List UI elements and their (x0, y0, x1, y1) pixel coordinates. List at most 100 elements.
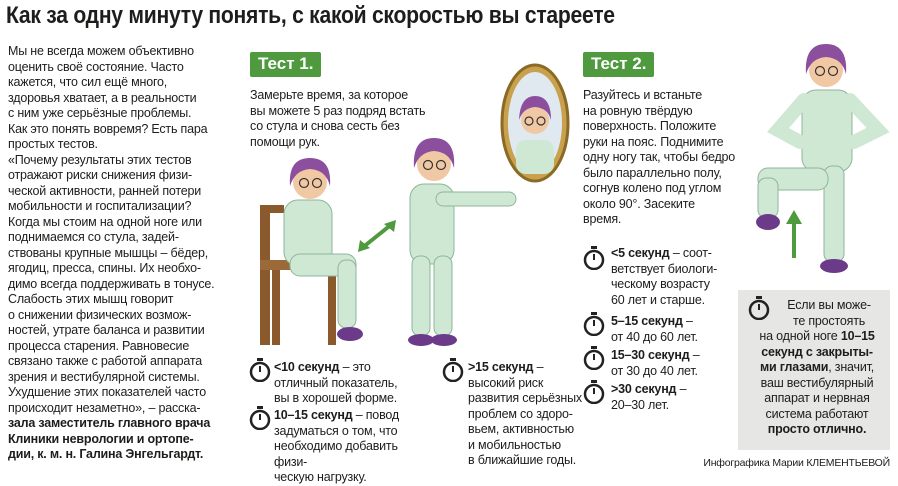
result-line: развития серьёзных (468, 391, 582, 405)
result-line: отличный показатель, (274, 375, 398, 390)
box-bold: секунд с закрыты- (761, 344, 873, 359)
intro-line: связано также с работой аппарата (8, 354, 202, 368)
result-line: ческому возрасту (611, 277, 710, 291)
result-line: задуматься о том, что (274, 423, 398, 438)
intro-bold-line: дии, к. м. н. Галина Энгельгардт. (8, 447, 204, 461)
stopwatch-icon (442, 358, 464, 382)
result-line: в ближайшие годы. (468, 453, 577, 467)
box-line: , значит, (828, 360, 875, 374)
mirror-illustration (500, 63, 570, 183)
result-line: – (679, 382, 687, 396)
result-line: – это (342, 360, 371, 374)
test2-result-3: 15–30 секунд – от 30 до 40 лет. (611, 348, 741, 379)
intro-line: простых тестов. (8, 137, 98, 151)
test2-desc-line: время. (583, 212, 622, 226)
intro-bold-line: зала заместитель главного врача (8, 416, 211, 430)
box-line: те простоять (792, 313, 866, 328)
test2-tag: Тест 2. (583, 52, 655, 77)
test2-desc-line: одну ногу так, чтобы бедро (583, 150, 736, 164)
result-time: >15 секунд (468, 360, 534, 374)
stopwatch-icon (583, 246, 605, 270)
intro-line: здоровья хватает, а в реальности (8, 90, 197, 105)
intro-line: с ним уже серьёзные проблемы. (8, 106, 192, 120)
box-line: система работают (765, 406, 869, 421)
credit-text: Инфографика Марии КЛЕМЕНТЬЕВОЙ (703, 457, 890, 469)
intro-line: поднимаемся со стула, задей- (8, 230, 179, 244)
stopwatch-icon (583, 312, 605, 336)
intro-line: отражают риски снижения физи- (8, 168, 192, 182)
intro-line: происходит незаметно», – расска- (8, 400, 201, 415)
test2-result-4: >30 секунд – 20–30 лет. (611, 382, 741, 413)
result-line: от 40 до 60 лет. (611, 329, 698, 344)
result-time: 15–30 секунд (611, 348, 690, 362)
test2-desc-line: было параллельно полу, (583, 165, 722, 180)
page-title: Как за одну минуту понять, с какой скоро… (6, 2, 615, 29)
test2-desc-line: около 90°. Засеките (583, 196, 695, 211)
intro-line: Ухудшение этих показателей часто (8, 385, 206, 399)
intro-line: оценить своё состояние. Часто (8, 59, 184, 74)
intro-bold-line: Клиники неврологии и ортопе- (8, 431, 194, 446)
stopwatch-icon (249, 358, 271, 382)
result-time: >30 секунд (611, 382, 677, 396)
intro-line: Как это понять вовремя? Есть пара (8, 121, 208, 136)
double-arrow-icon (358, 220, 396, 252)
result-line: вьем, активностью (468, 422, 574, 436)
test2-description: Разуйтесь и встаньте на ровную твёрдую п… (583, 88, 753, 228)
result-line: – соот- (672, 246, 712, 260)
intro-line: Мы не всегда можем объективно (8, 44, 194, 58)
intro-line: ствованы крупные мышцы – бёдер, (8, 245, 209, 260)
result-line: 60 лет и старше. (611, 292, 705, 307)
test2-desc-line: на ровную твёрдую (583, 103, 693, 118)
test1-result-2: 10–15 секунд – повод задуматься о том, ч… (274, 408, 434, 486)
test1-tag: Тест 1. (250, 52, 322, 77)
result-time: <10 секунд (274, 360, 340, 374)
intro-line: кажется, что сил ещё много, (8, 75, 168, 89)
result-line: – (685, 314, 693, 328)
intro-line: процесса старения. Равновесие (8, 338, 190, 353)
sitting-woman-illustration (260, 158, 363, 345)
test1-desc-line: Замерьте время, за которое (250, 88, 409, 102)
intro-text: Мы не всегда можем объективно оценить св… (8, 44, 240, 463)
test2-desc-line: поверхность. Положите (583, 119, 717, 133)
up-arrow-icon (786, 210, 802, 258)
test1-description: Замерьте время, за которое вы можете 5 р… (250, 88, 450, 150)
result-line: высокий риск (468, 375, 544, 390)
test2-result-2: 5–15 секунд – от 40 до 60 лет. (611, 314, 741, 345)
test1-result-3: >15 секунд – высокий риск развития серьё… (468, 360, 588, 469)
box-line: Если вы може- (787, 298, 871, 312)
result-line: проблем со здоро- (468, 406, 573, 421)
test1-desc-line: помощи рук. (250, 134, 320, 149)
result-line: 20–30 лет. (611, 397, 669, 412)
test2-desc-line: Разуйтесь и встаньте (583, 88, 703, 102)
intro-line: Когда мы стоим на одной ноге или (8, 214, 202, 229)
intro-line: о снижении физических возмож- (8, 307, 192, 322)
intro-line: зрения и вестибулярной системы. (8, 369, 200, 384)
result-line: от 30 до 40 лет. (611, 363, 698, 378)
test2-result-1: <5 секунд – соот- ветствует биологи- чес… (611, 246, 741, 308)
standing-woman-illustration (408, 138, 517, 346)
stopwatch-icon (249, 406, 271, 430)
box-bold: ми глазами (759, 360, 829, 374)
result-line: – повод (355, 408, 399, 422)
test2-desc-line: руки на пояс. Поднимите (583, 134, 724, 149)
intro-line: ностей, утрате баланса и развитии (8, 323, 205, 337)
closed-eyes-info-text: Если вы може- те простоять на одной ноге… (748, 298, 886, 438)
result-time: 5–15 секунд (611, 314, 683, 328)
result-line: – (692, 348, 700, 362)
result-line: вы в хорошей форме. (274, 391, 398, 405)
box-bold: 10–15 (840, 329, 875, 343)
stopwatch-icon (748, 296, 770, 320)
test1-desc-line: вы можете 5 раз подряд встать (250, 103, 426, 118)
intro-line: ческой активности, ранней потери (8, 183, 202, 198)
result-line: ветствует биологи- (611, 261, 718, 276)
test1-desc-line: со стула и снова сесть без (250, 119, 400, 133)
box-line: аппарат и нервная (764, 391, 870, 405)
intro-line: «Почему результаты этих тестов (8, 152, 192, 167)
intro-line: мобильности и госпитализации? (8, 199, 192, 213)
result-line: и мобильностью (468, 437, 561, 452)
stopwatch-icon (583, 346, 605, 370)
stopwatch-icon (583, 380, 605, 404)
intro-line: димо всегда поддерживать в тонусе. (8, 276, 215, 291)
one-leg-woman-illustration (756, 44, 890, 273)
box-bold: просто отлично. (767, 422, 867, 436)
